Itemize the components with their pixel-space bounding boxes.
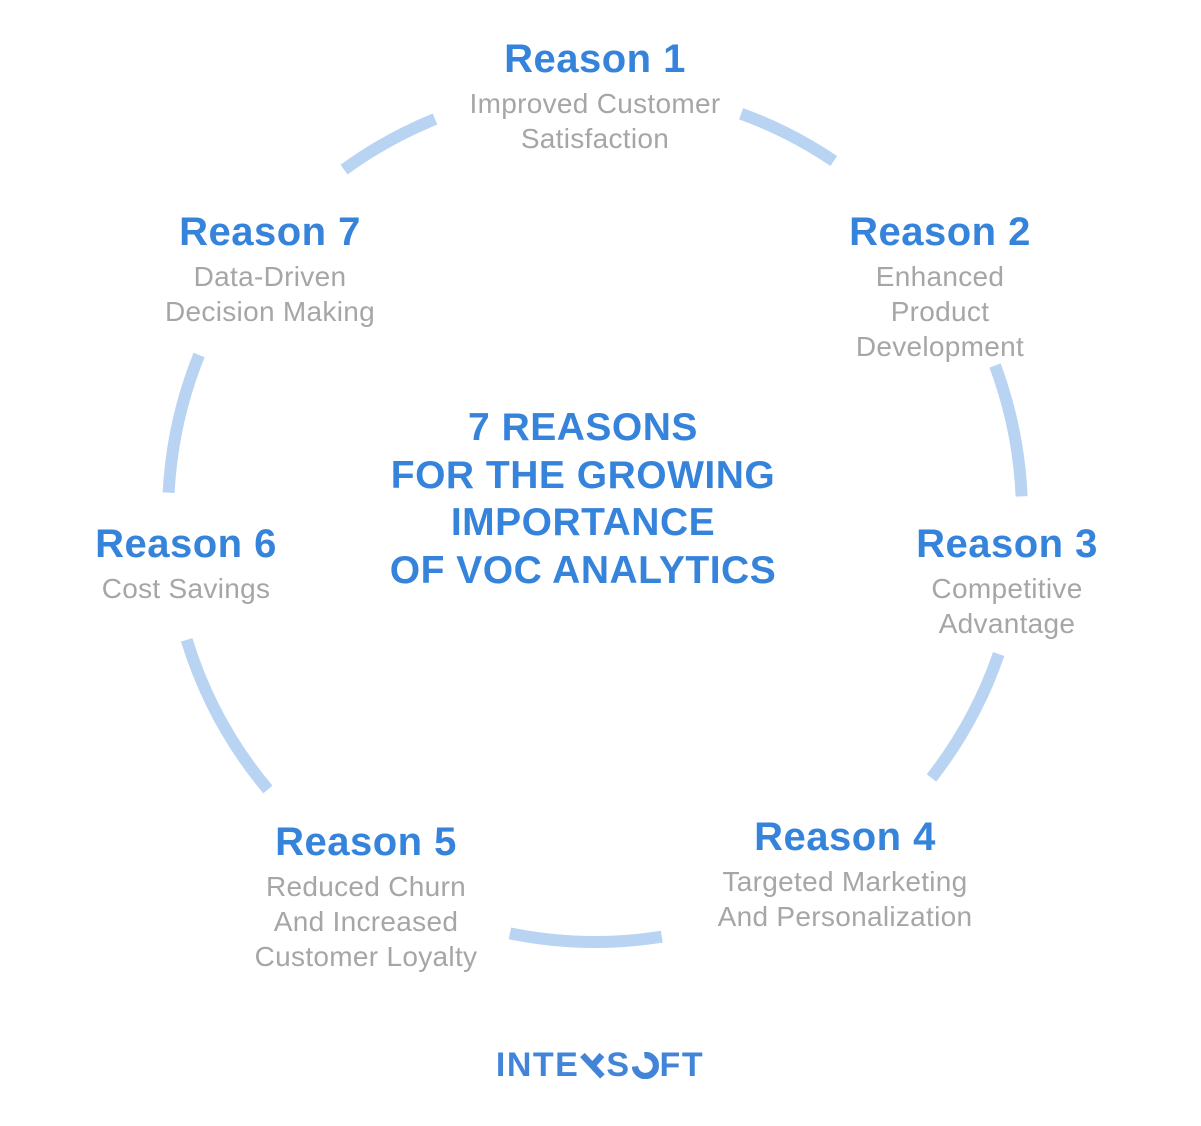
reason-5-title: Reason 5	[275, 820, 457, 864]
reason-5-block: Reason 5 Reduced Churn And Increased Cus…	[255, 819, 478, 974]
reason-4-subtitle: Targeted Marketing And Personalization	[717, 866, 973, 932]
reason-2-title: Reason 2	[849, 210, 1031, 254]
reason-3-subtitle: Competitive Advantage	[931, 573, 1083, 639]
logo-text-ft: FT	[659, 1046, 705, 1084]
reason-2-block: Reason 2 Enhanced Product Development	[849, 209, 1031, 364]
ring-arc-left-lower	[180, 638, 273, 794]
reason-3-block: Reason 3 Competitive Advantage	[916, 521, 1098, 641]
reason-2-subtitle: Enhanced Product Development	[855, 261, 1025, 362]
ring-arc-right-lower	[926, 652, 1005, 782]
reason-6-block: Reason 6 Cost Savings	[95, 521, 277, 606]
center-headline: 7 REASONS FOR THE GROWING IMPORTANCE OF …	[389, 406, 777, 592]
reason-7-subtitle: Data-Driven Decision Making	[165, 261, 375, 327]
reason-1-subtitle: Improved Customer Satisfaction	[469, 88, 721, 154]
reason-7-block: Reason 7 Data-Driven Decision Making	[165, 209, 375, 329]
logo-text-s: S	[606, 1046, 631, 1084]
reason-7-title: Reason 7	[179, 210, 361, 254]
reason-5-subtitle: Reduced Churn And Increased Customer Loy…	[254, 871, 478, 972]
logo-x-glyph-icon	[580, 1052, 606, 1079]
logo-text-inte: INTE	[495, 1046, 580, 1084]
reason-4-block: Reason 4 Targeted Marketing And Personal…	[718, 814, 973, 934]
reason-4-title: Reason 4	[754, 815, 936, 859]
ring-arc-right-upper	[989, 363, 1028, 497]
reason-6-title: Reason 6	[95, 522, 277, 566]
reason-1-block: Reason 1 Improved Customer Satisfaction	[470, 36, 721, 156]
logo-o-glyph-icon	[631, 1052, 659, 1079]
ring-arc-top-left	[340, 113, 438, 175]
ring-arc-left-upper	[162, 352, 205, 494]
reason-1-title: Reason 1	[504, 37, 686, 81]
ring-arc-top-right	[739, 108, 838, 166]
reason-3-title: Reason 3	[916, 522, 1098, 566]
ring-arc-bottom	[508, 927, 663, 948]
intexsoft-logo: INTE S FT	[496, 1046, 704, 1085]
reason-6-subtitle: Cost Savings	[101, 573, 271, 604]
